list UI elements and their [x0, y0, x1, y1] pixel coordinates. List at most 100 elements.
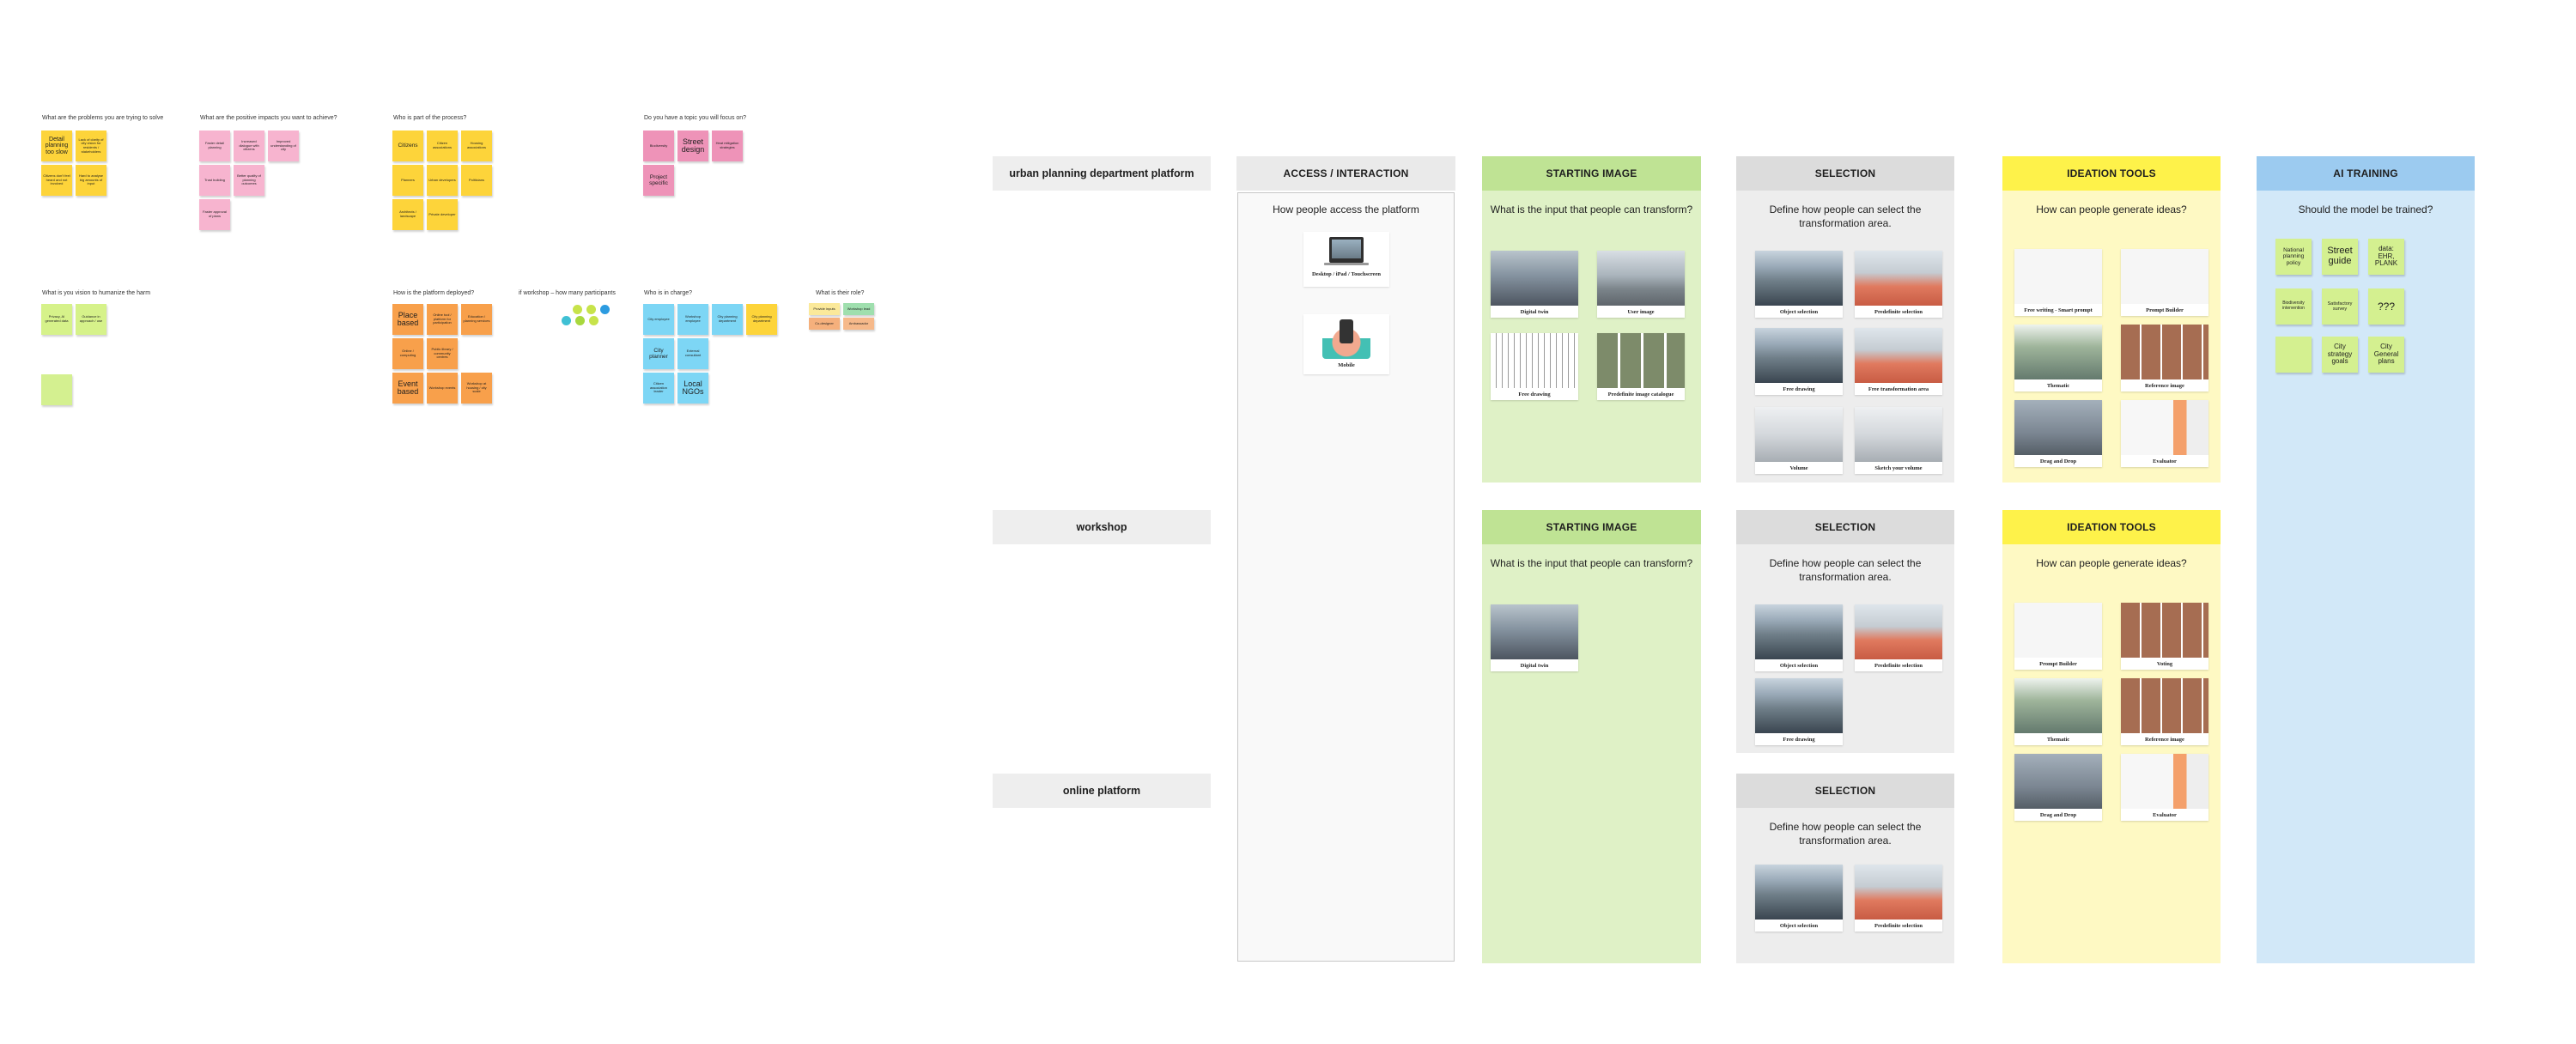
option-card[interactable]: Evaluator [2121, 400, 2208, 467]
option-card[interactable]: Free drawing [1755, 328, 1843, 395]
sticky-note[interactable]: Privacy, AI generated data [41, 304, 72, 335]
sticky-note[interactable]: Online tool / platform for participation [427, 304, 458, 335]
option-card[interactable]: Drag and Drop [2014, 754, 2102, 821]
sticky-note[interactable]: Street guide [2322, 239, 2358, 275]
sticky-note[interactable]: Citizens don't feel heard and not involv… [41, 165, 72, 196]
option-card[interactable]: Object selection [1755, 865, 1843, 932]
column-header-selection: SELECTION [1736, 774, 1954, 808]
sticky-note[interactable]: data: EHR, PLANK [2368, 239, 2404, 275]
sticky-note[interactable]: Place based [392, 304, 423, 335]
sticky-note[interactable]: Biodiversity [643, 130, 674, 161]
sticky-note[interactable]: Event based [392, 373, 423, 404]
sticky-note[interactable]: Increased dialogue with citizens [234, 130, 264, 161]
option-card[interactable]: Prompt Builder [2014, 603, 2102, 670]
sticky-note[interactable]: Guidance in approach / use [76, 304, 106, 335]
option-card[interactable]: User image [1597, 251, 1685, 318]
option-card[interactable]: Reference image [2121, 678, 2208, 745]
sticky-note[interactable]: Satisfactory survey [2322, 288, 2358, 325]
sticky-note[interactable]: Improved understanding of city [268, 130, 299, 161]
column-access: ACCESS / INTERACTION How people access t… [1236, 156, 1455, 963]
sticky-note[interactable]: Trust building [199, 165, 230, 196]
sticky-note[interactable]: Faster detail planning [199, 130, 230, 161]
option-card[interactable]: Evaluator [2121, 754, 2208, 821]
sticky-note[interactable]: Workshop events [427, 373, 458, 404]
sticky-note[interactable]: City General plans [2368, 337, 2404, 373]
sticky-note[interactable]: External consultant [677, 338, 708, 369]
option-card[interactable]: Object selection [1755, 604, 1843, 671]
role-note[interactable]: Workshop lead [843, 303, 874, 315]
sticky-note[interactable]: Planners [392, 165, 423, 196]
option-card[interactable]: Free drawing [1755, 678, 1843, 745]
sticky-note[interactable]: Private developer [427, 199, 458, 230]
column-header-starting-image: STARTING IMAGE [1482, 156, 1701, 191]
role-note[interactable]: Provide inputs [809, 303, 840, 315]
device-label: Desktop / iPad / Touchscreen [1311, 271, 1382, 277]
sticky-note[interactable]: Local NGOs [677, 373, 708, 404]
sticky-note[interactable]: City planner [643, 338, 674, 369]
column-selection-workshop: SELECTION Define how people can select t… [1736, 510, 1954, 753]
sticky-note[interactable]: Citizens [392, 130, 423, 161]
sticky-note[interactable]: Detail planning too slow [41, 130, 72, 161]
role-note[interactable]: Ambassador [843, 318, 874, 330]
sticky-note-empty[interactable] [41, 374, 72, 405]
option-card[interactable]: Reference image [2121, 325, 2208, 392]
option-card[interactable]: Free writing - Smart prompt [2014, 249, 2102, 316]
column-header-access: ACCESS / INTERACTION [1236, 156, 1455, 191]
sticky-note[interactable]: National planning policy [2275, 239, 2312, 275]
sticky-note[interactable]: Heat mitigation strategies [712, 130, 743, 161]
row-label-workshop: workshop [993, 510, 1211, 544]
sticky-note[interactable]: Better quality of planning outcomes [234, 165, 264, 196]
sticky-note[interactable]: City planning department [746, 304, 777, 335]
option-card[interactable]: Drag and Drop [2014, 400, 2102, 467]
option-card[interactable]: Sketch your volume [1855, 407, 1942, 474]
sticky-note[interactable]: Public library / community centres [427, 338, 458, 369]
phone-hand-icon [1322, 318, 1370, 359]
option-card[interactable]: Predefinite selection [1855, 865, 1942, 932]
row-label-online: online platform [993, 774, 1211, 808]
option-card[interactable]: Free transformation area [1855, 328, 1942, 395]
sticky-note[interactable]: Citizen association leader [643, 373, 674, 404]
sticky-note[interactable]: Politicians [461, 165, 492, 196]
option-card[interactable]: Volume [1755, 407, 1843, 474]
sticky-note[interactable]: Housing associations [461, 130, 492, 161]
sticky-note[interactable]: Street design [677, 130, 708, 161]
sticky-note[interactable]: Workshop employee [677, 304, 708, 335]
sticky-note[interactable]: Biodiversity intervention [2275, 288, 2312, 325]
column-starting-image-workshop: STARTING IMAGE What is the input that pe… [1482, 510, 1701, 963]
question-impacts: What are the positive impacts you want t… [200, 115, 337, 121]
sticky-note[interactable]: Hard to analyse big amounts of input [76, 165, 106, 196]
option-card[interactable]: Voting [2121, 603, 2208, 670]
device-card-desktop[interactable]: Desktop / iPad / Touchscreen [1303, 232, 1389, 287]
sticky-note[interactable]: Lack of clarity of city vision for resid… [76, 130, 106, 161]
sticky-note[interactable]: Citizen associations [427, 130, 458, 161]
question-topic: Do you have a topic you will focus on? [644, 115, 747, 121]
option-card[interactable]: Free drawing [1491, 333, 1578, 400]
sticky-note[interactable]: Architects / landscape [392, 199, 423, 230]
sticky-note[interactable]: Project specific [643, 165, 674, 196]
sticky-note[interactable]: City employee [643, 304, 674, 335]
option-card[interactable]: Object selection [1755, 251, 1843, 318]
participant-dot [573, 305, 582, 314]
sticky-note[interactable] [2275, 337, 2312, 373]
sticky-note[interactable]: City strategy goals [2322, 337, 2358, 373]
device-card-mobile[interactable]: Mobile [1303, 314, 1389, 374]
option-card[interactable]: Prompt Builder [2121, 249, 2208, 316]
option-card[interactable]: Predefinite selection [1855, 604, 1942, 671]
sticky-note[interactable]: Urban developers [427, 165, 458, 196]
sticky-note[interactable]: City planning department [712, 304, 743, 335]
sticky-note[interactable]: Education / planning services [461, 304, 492, 335]
option-card[interactable]: Predefinite image catalogue [1597, 333, 1685, 400]
participant-dot [586, 305, 596, 314]
role-note[interactable]: Co-designer [809, 318, 840, 330]
sticky-note[interactable]: Workshop at housing / city scale [461, 373, 492, 404]
option-card[interactable]: Digital twin [1491, 604, 1578, 671]
option-card[interactable]: Predefinite selection [1855, 251, 1942, 318]
participant-dot [562, 316, 571, 325]
sticky-note[interactable]: ??? [2368, 288, 2404, 325]
access-panel [1237, 192, 1455, 962]
option-card[interactable]: Digital twin [1491, 251, 1578, 318]
option-card[interactable]: Thematic [2014, 325, 2102, 392]
option-card[interactable]: Thematic [2014, 678, 2102, 745]
sticky-note[interactable]: Faster approval of plans [199, 199, 230, 230]
sticky-note[interactable]: Online / computing [392, 338, 423, 369]
